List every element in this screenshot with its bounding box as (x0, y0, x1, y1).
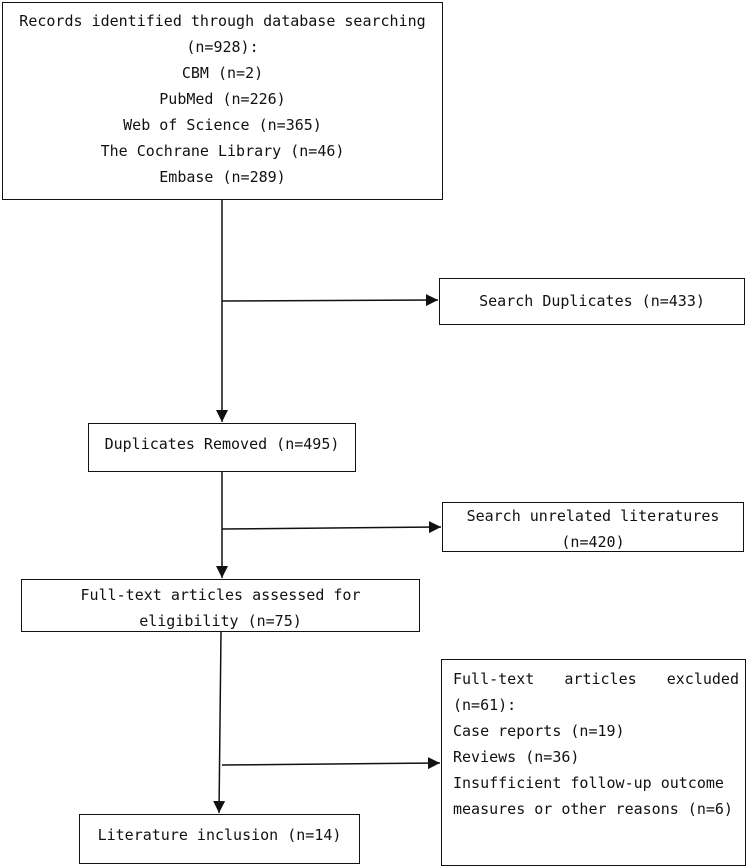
records-source-web-of-science: Web of Science (n=365) (123, 116, 322, 134)
search-duplicates-box: Search Duplicates (n=433) (439, 278, 745, 325)
literature-inclusion-label: Literature inclusion (n=14) (97, 826, 342, 844)
arrow-to-full-text-excluded (221, 757, 441, 770)
full-text-excluded-title: Full-text articles excluded (453, 670, 739, 688)
search-unrelated-box: Search unrelated literatures (n=420) (442, 502, 744, 552)
full-text-excluded-box: Full-text articles excluded (n=61): Case… (441, 659, 746, 866)
records-identified-title: Records identified through database sear… (19, 12, 426, 30)
duplicates-removed-box: Duplicates Removed (n=495) (88, 423, 356, 472)
excluded-case-reports: Case reports (n=19) (453, 722, 625, 740)
records-source-cbm: CBM (n=2) (181, 64, 264, 82)
excluded-reviews: Reviews (n=36) (453, 748, 580, 766)
records-source-cochrane: The Cochrane Library (n=46) (100, 142, 345, 160)
records-identified-box: Records identified through database sear… (2, 2, 443, 200)
search-unrelated-count: (n=420) (561, 533, 625, 551)
full-text-assessed-box: Full-text articles assessed for eligibil… (21, 579, 420, 632)
arrow-to-search-duplicates (221, 294, 439, 307)
excluded-other-reasons: measures or other reasons (n=6) (453, 800, 733, 818)
search-duplicates-label: Search Duplicates (n=433) (479, 292, 705, 310)
arrow-to-search-unrelated (221, 521, 442, 534)
full-text-assessed-label: Full-text articles assessed for (80, 586, 361, 604)
records-source-pubmed: PubMed (n=226) (159, 90, 286, 108)
arrow-full-text-to-inclusion (213, 631, 226, 814)
duplicates-removed-label: Duplicates Removed (n=495) (104, 435, 340, 453)
records-source-embase: Embase (n=289) (159, 168, 286, 186)
excluded-insufficient-follow-up: Insufficient follow-up outcome (453, 774, 724, 792)
full-text-excluded-total: (n=61): (453, 696, 517, 714)
full-text-assessed-count: eligibility (n=75) (139, 612, 302, 630)
records-identified-total: (n=928): (186, 38, 259, 56)
literature-inclusion-box: Literature inclusion (n=14) (79, 814, 360, 864)
search-unrelated-label: Search unrelated literatures (466, 507, 720, 525)
